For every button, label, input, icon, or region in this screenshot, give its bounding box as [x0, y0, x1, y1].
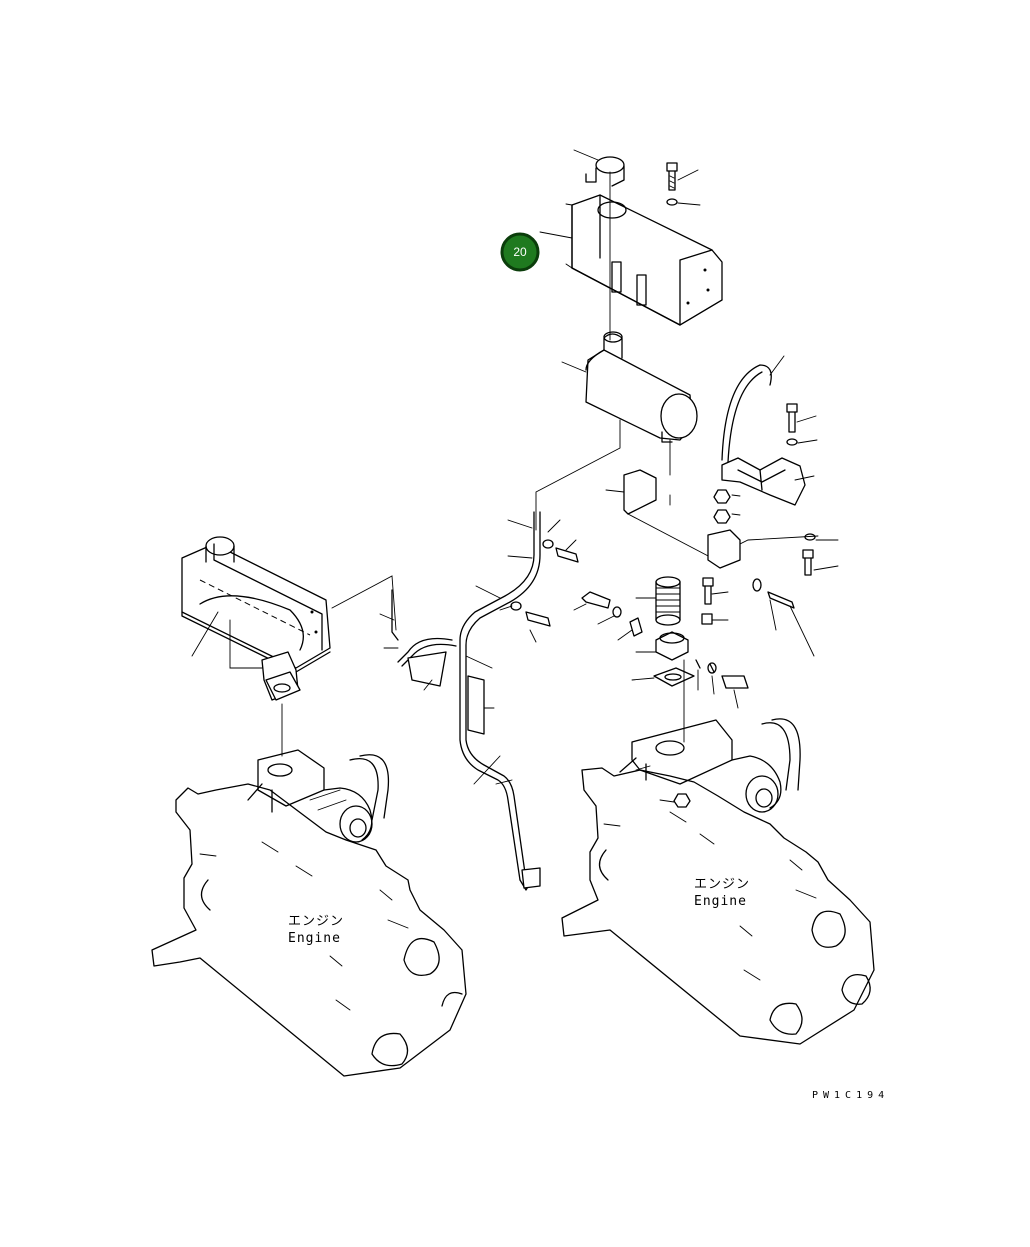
gasket — [631, 667, 695, 687]
flex-bellows — [635, 576, 681, 626]
stay-bracket — [605, 469, 671, 515]
drawing-code: PW1C194 — [812, 1090, 889, 1101]
callout-badge-circle[interactable] — [500, 232, 540, 272]
engine-label-right: エンジン Engine — [694, 877, 750, 909]
cover-bolt — [666, 162, 701, 206]
engine-label-left-en: Engine — [288, 931, 341, 946]
right-engine — [561, 718, 875, 1045]
elbow-bolts — [701, 577, 815, 657]
clamp-bolts — [573, 591, 749, 709]
side-bracket — [707, 529, 741, 569]
callout-badge-label[interactable]: 20 — [513, 245, 527, 259]
engine-label-right-en: Engine — [694, 894, 747, 909]
muffler-bracket — [721, 457, 815, 506]
muffler-cover — [565, 194, 723, 326]
bracket-nuts — [713, 489, 741, 524]
muffler — [561, 331, 698, 476]
rain-cap — [573, 149, 625, 187]
left-muffler-assembly — [181, 536, 331, 701]
callout-badge-20[interactable]: 20 — [500, 232, 540, 272]
engine-label-right-jp: エンジン — [694, 877, 750, 892]
left-engine — [151, 749, 467, 1077]
side-bolt — [802, 533, 839, 576]
engine-label-left: エンジン Engine — [288, 914, 344, 946]
muffler-band — [721, 355, 785, 463]
exhaust-elbow — [635, 631, 689, 661]
engine-label-left-jp: エンジン — [288, 914, 344, 929]
bracket-bolt — [786, 403, 818, 446]
